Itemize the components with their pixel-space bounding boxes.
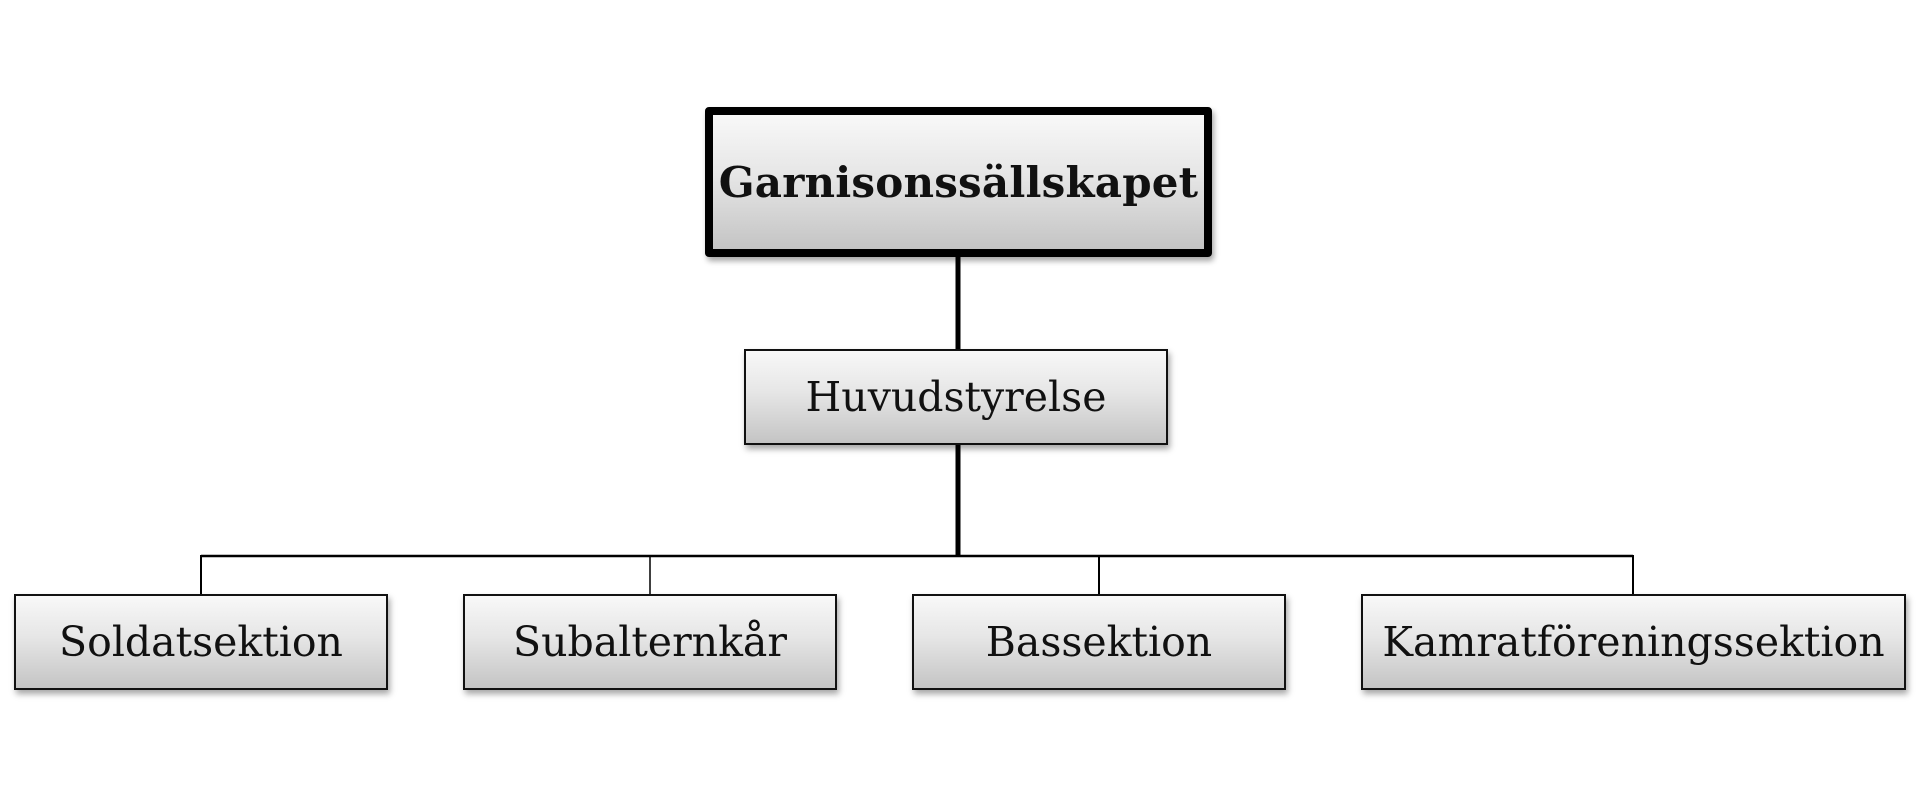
node-root: Garnisonssällskapet [705, 107, 1212, 257]
node-section-kamratforeningssektion: Kamratföreningssektion [1361, 594, 1906, 690]
node-section-label: Subalternkår [513, 618, 787, 666]
node-section-label: Soldatsektion [59, 618, 343, 666]
node-board-label: Huvudstyrelse [805, 373, 1107, 421]
node-section-soldatsektion: Soldatsektion [14, 594, 388, 690]
node-board: Huvudstyrelse [744, 349, 1168, 445]
node-section-label: Kamratföreningssektion [1382, 618, 1885, 666]
node-section-subalternkar: Subalternkår [463, 594, 837, 690]
node-section-label: Bassektion [985, 618, 1213, 666]
node-section-bassektion: Bassektion [912, 594, 1286, 690]
node-root-label: Garnisonssällskapet [718, 157, 1199, 207]
